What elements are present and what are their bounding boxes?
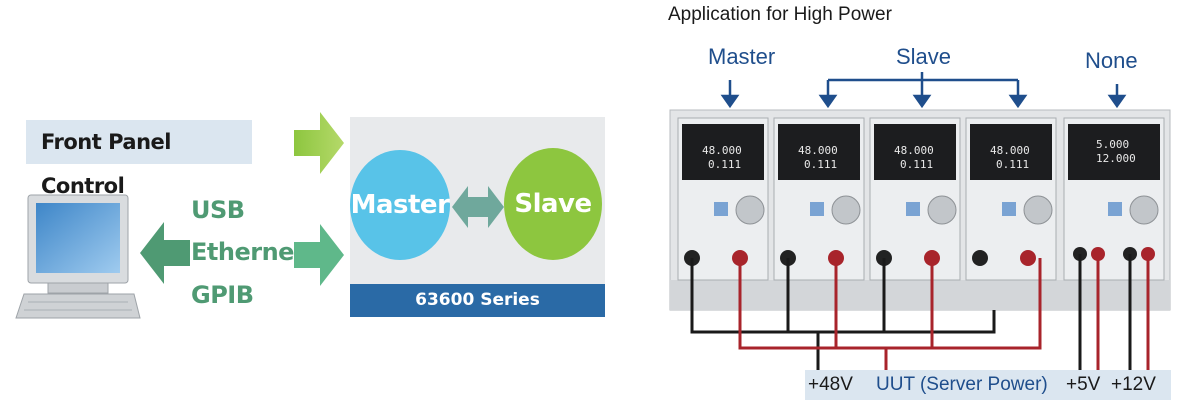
role-slave-label: Slave xyxy=(896,44,952,69)
front-panel-control-label: Front Panel Control xyxy=(26,120,252,198)
arrow-right-icon xyxy=(294,224,344,286)
module-1-display-bottom: 0.111 xyxy=(708,158,741,171)
module-5-display-top: 5.000 xyxy=(1096,138,1129,151)
computer-icon xyxy=(15,194,141,319)
uut-bar xyxy=(805,370,1171,400)
slave-circle: Slave xyxy=(504,148,602,260)
module-2-display-top: 48.000 xyxy=(798,144,838,157)
arrow-right-icon xyxy=(294,112,344,174)
voltage-12v: +12V xyxy=(1111,374,1156,395)
master-circle: Master xyxy=(350,150,450,260)
module-4-display-top: 48.000 xyxy=(990,144,1030,157)
black-wires xyxy=(690,254,1132,370)
double-arrow-icon xyxy=(452,186,504,228)
application-title: Application for High Power xyxy=(668,4,892,25)
arrow-left-icon xyxy=(140,222,190,284)
module-5-display-bottom: 12.000 xyxy=(1096,152,1136,165)
red-wires xyxy=(738,254,1150,370)
module-1-display-top: 48.000 xyxy=(702,144,742,157)
module-3-display-bottom: 0.111 xyxy=(900,158,933,171)
role-master-label: Master xyxy=(708,44,776,69)
voltage-5v: +5V xyxy=(1066,374,1101,395)
series-bar: 63600 Series xyxy=(350,284,605,317)
module-displays: 48.000 0.111 48.000 0.111 48.000 0.111 4… xyxy=(702,138,1136,171)
interface-gpib: GPIB xyxy=(191,281,254,309)
role-arrows xyxy=(720,72,1127,109)
uut-label: UUT (Server Power) xyxy=(876,374,1048,395)
voltage-48v: +48V xyxy=(808,374,853,395)
load-modules xyxy=(677,117,1165,281)
high-power-diagram: 48.000 0.111 48.000 0.111 48.000 0.111 4… xyxy=(669,72,1171,370)
role-none-label: None xyxy=(1085,48,1138,73)
interface-usb: USB xyxy=(191,196,245,224)
module-3-display-top: 48.000 xyxy=(894,144,934,157)
interface-ethernet: Ethernet xyxy=(191,238,305,266)
module-2-display-bottom: 0.111 xyxy=(804,158,837,171)
module-4-display-bottom: 0.111 xyxy=(996,158,1029,171)
